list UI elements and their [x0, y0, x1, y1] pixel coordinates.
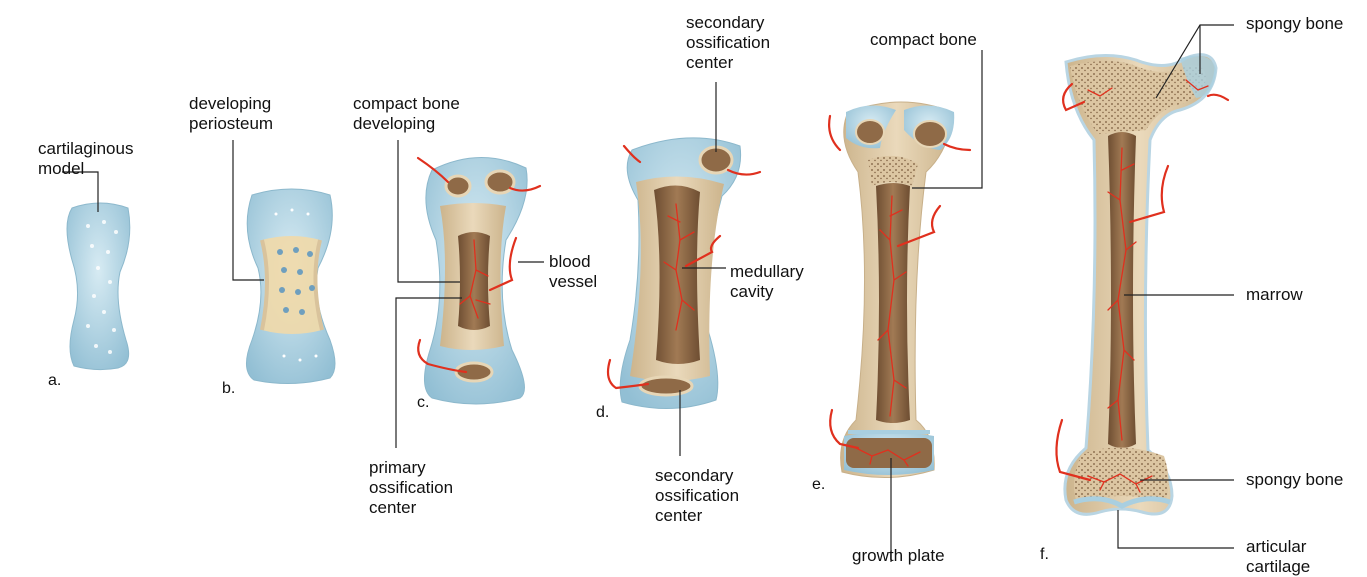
label-blood-vessel: blood vessel — [549, 252, 597, 292]
label-cartilaginous-model: cartilaginous model — [38, 139, 133, 179]
label-compact-bone-developing: compact bone developing — [353, 94, 460, 134]
label-developing-periosteum: developing periosteum — [189, 94, 273, 134]
stage-letter-b: b. — [222, 380, 235, 398]
stage-b-bone — [246, 189, 335, 384]
label-spongy-bone-bottom: spongy bone — [1246, 470, 1343, 490]
label-compact-bone: compact bone — [870, 30, 977, 50]
label-growth-plate: growth plate — [852, 546, 945, 566]
stage-letter-e: e. — [812, 476, 825, 494]
stage-c-bone — [418, 157, 540, 404]
label-marrow: marrow — [1246, 285, 1303, 305]
label-medullary-cavity: medullary cavity — [730, 262, 804, 302]
stage-letter-f: f. — [1040, 546, 1049, 564]
stage-letter-d: d. — [596, 404, 609, 422]
label-primary-ossification-center: primary ossification center — [369, 458, 453, 518]
stage-e-bone — [829, 102, 970, 478]
label-secondary-ossification-center-bottom: secondary ossification center — [655, 466, 739, 526]
stage-a-bone — [67, 203, 130, 370]
label-articular-cartilage: articular cartilage — [1246, 537, 1310, 577]
label-spongy-bone-top: spongy bone — [1246, 14, 1343, 34]
label-secondary-ossification-center-top: secondary ossification center — [686, 13, 770, 73]
stage-f-bone — [1056, 55, 1228, 515]
stage-letter-a: a. — [48, 372, 61, 390]
stage-letter-c: c. — [417, 394, 429, 412]
